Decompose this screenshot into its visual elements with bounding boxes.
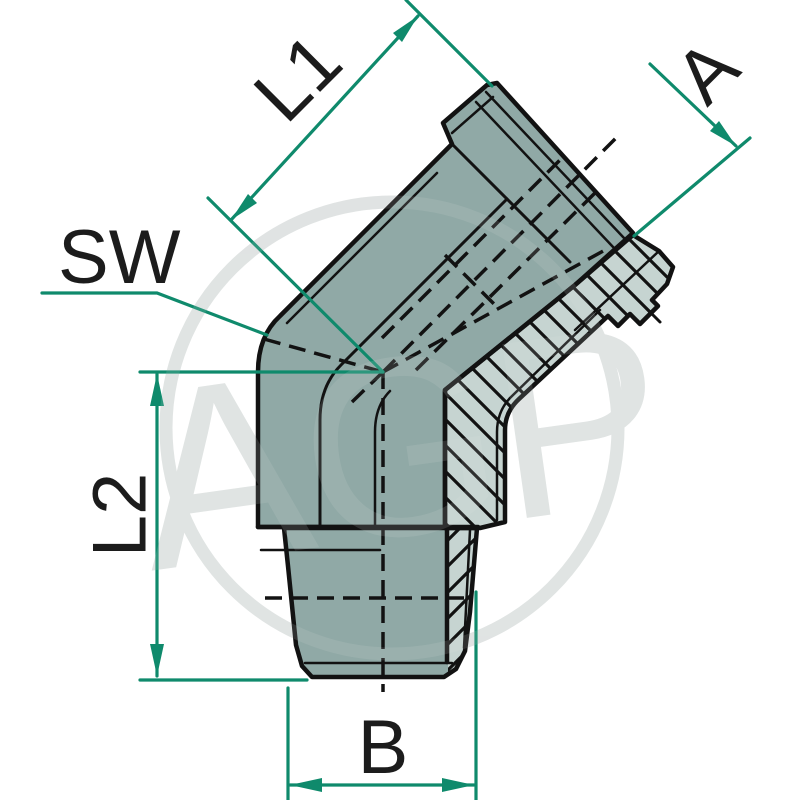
arm-thread-section-hatch bbox=[445, 235, 673, 528]
miter-hidden-left bbox=[263, 337, 384, 374]
l2-arrow-bottom bbox=[150, 644, 164, 676]
arm-edge-parallel bbox=[285, 171, 439, 325]
bore-hidden-lower bbox=[414, 190, 598, 372]
tip-thread-line bbox=[573, 249, 661, 332]
l1-dimension-line bbox=[229, 14, 420, 222]
arm-centerline bbox=[381, 136, 618, 374]
collar-edge-parallel bbox=[450, 95, 495, 135]
fitting-body-outline bbox=[255, 80, 636, 530]
l1-arrow-start bbox=[231, 194, 257, 220]
collar-back-edge bbox=[450, 142, 572, 264]
miter-hidden-right bbox=[382, 248, 606, 374]
hex-facet-line-2 bbox=[373, 389, 392, 529]
arm-section-outline bbox=[442, 232, 676, 531]
b-label: B bbox=[358, 705, 409, 790]
l1-extension-upper bbox=[404, 0, 494, 88]
bottom-thread-outline bbox=[281, 525, 480, 680]
bore-hidden-upper bbox=[380, 158, 562, 340]
sw-leader-line bbox=[40, 291, 269, 337]
l1-label: L1 bbox=[238, 18, 358, 138]
tip-centerline-tick bbox=[645, 307, 662, 324]
watermark-text-ghost: AGP bbox=[119, 270, 677, 625]
bore-bottom-hidden bbox=[443, 253, 501, 311]
fitting-drawing bbox=[255, 80, 676, 680]
l2-label: L2 bbox=[78, 473, 163, 558]
end-face-chamfer-2 bbox=[474, 100, 616, 250]
bottom-thread-section-hatch bbox=[448, 528, 477, 673]
hex-facet-line bbox=[318, 197, 509, 527]
fitting-body bbox=[258, 83, 633, 527]
a-label: A bbox=[659, 24, 755, 120]
b-arrow-left bbox=[290, 778, 322, 792]
l1-arrow-end bbox=[393, 16, 418, 42]
l1-extension-lower bbox=[206, 196, 385, 374]
bottom-thread-body bbox=[284, 528, 477, 677]
a-arrow bbox=[710, 121, 736, 146]
sw-label: SW bbox=[58, 215, 181, 300]
b-arrow-right bbox=[442, 778, 474, 792]
watermark-circle-ghost bbox=[159, 195, 625, 661]
l2-arrow-top bbox=[150, 374, 164, 406]
bottom-section-inner-line bbox=[462, 528, 472, 650]
arm-centerline-tail bbox=[350, 370, 385, 404]
centerlines bbox=[263, 136, 618, 692]
arm-section-inner-line bbox=[495, 308, 602, 522]
a-extension-line bbox=[632, 136, 752, 238]
